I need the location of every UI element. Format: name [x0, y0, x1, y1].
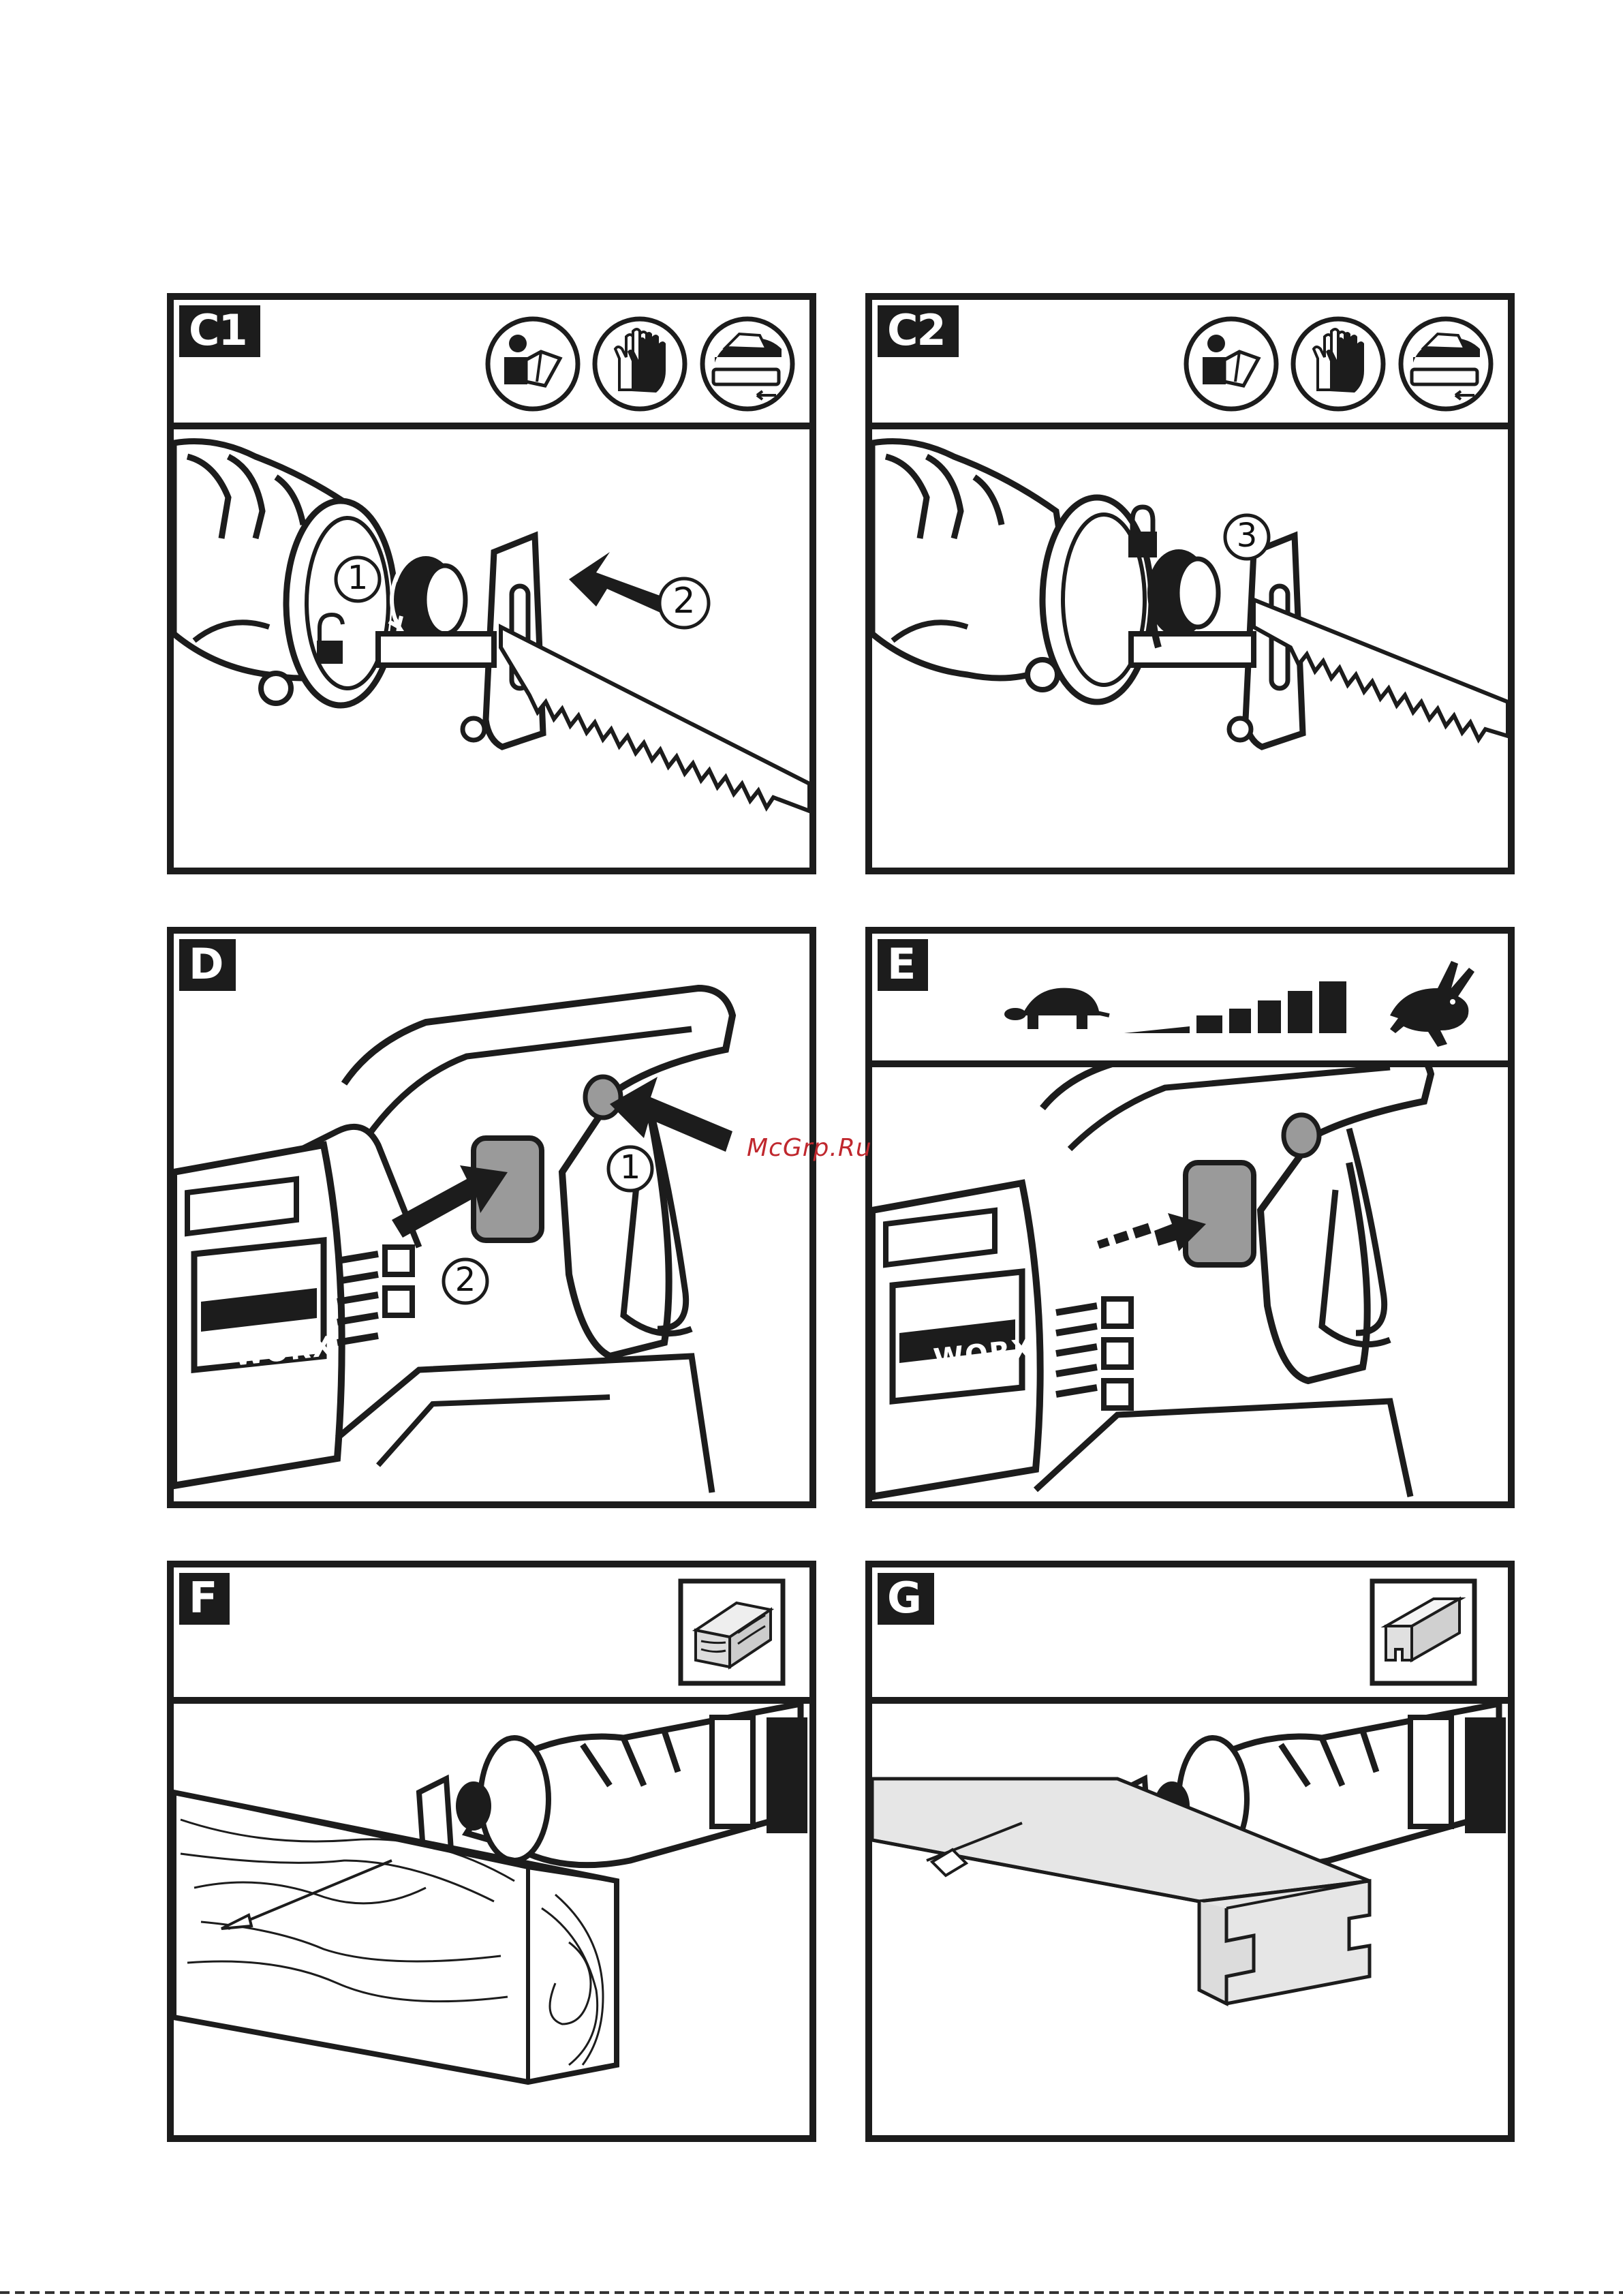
panel-c1-header: C1 — [174, 300, 809, 429]
step-3-number: 3 — [1220, 517, 1274, 555]
panel-f: F — [167, 1561, 816, 2142]
read-manual-icon — [1182, 315, 1281, 414]
slow-speed-turtle-icon — [1002, 981, 1111, 1036]
panel-c2: C2 — [865, 293, 1515, 874]
panel-g-illustration — [872, 1704, 1508, 2135]
step-2-number: 2 — [653, 581, 715, 622]
speed-scale-icon — [1124, 968, 1356, 1036]
panel-c2-header: C2 — [872, 300, 1508, 429]
panel-label: G — [878, 1573, 934, 1625]
step-1-number: 1 — [603, 1148, 658, 1187]
panel-c2-illustration: 3 — [872, 429, 1508, 868]
panel-g-header: G — [872, 1567, 1508, 1704]
panel-label: F — [179, 1573, 230, 1625]
step-2-number: 2 — [438, 1261, 493, 1299]
watermark-text: McGrp.Ru — [747, 1134, 872, 1162]
panel-d-illustration: WORX 1 2 — [174, 934, 809, 1501]
remove-battery-icon — [698, 315, 797, 414]
panel-c1: C1 — [167, 293, 816, 874]
panel-g: G — [865, 1561, 1515, 2142]
read-manual-icon — [484, 315, 583, 414]
panel-f-header: F — [174, 1567, 809, 1704]
panel-c1-illustration: 1 2 — [174, 429, 809, 868]
panel-label: C1 — [179, 305, 260, 357]
panel-e-illustration: WORX — [872, 1067, 1508, 1501]
wood-material-icon — [678, 1578, 786, 1686]
wear-gloves-icon — [1289, 315, 1388, 414]
panel-label: C2 — [878, 305, 959, 357]
panel-e-header: E — [872, 934, 1508, 1067]
plastic-profile-material-icon — [1370, 1578, 1477, 1686]
remove-battery-icon — [1397, 315, 1496, 414]
panel-label: E — [878, 939, 928, 991]
wear-gloves-icon — [591, 315, 690, 414]
panel-e: E — [865, 927, 1515, 1508]
panel-d: D — [167, 927, 816, 1508]
step-1-number: 1 — [330, 559, 385, 597]
fast-speed-rabbit-icon — [1376, 954, 1485, 1050]
panel-f-illustration — [174, 1704, 809, 2135]
page-bottom-rule — [0, 2291, 1623, 2294]
